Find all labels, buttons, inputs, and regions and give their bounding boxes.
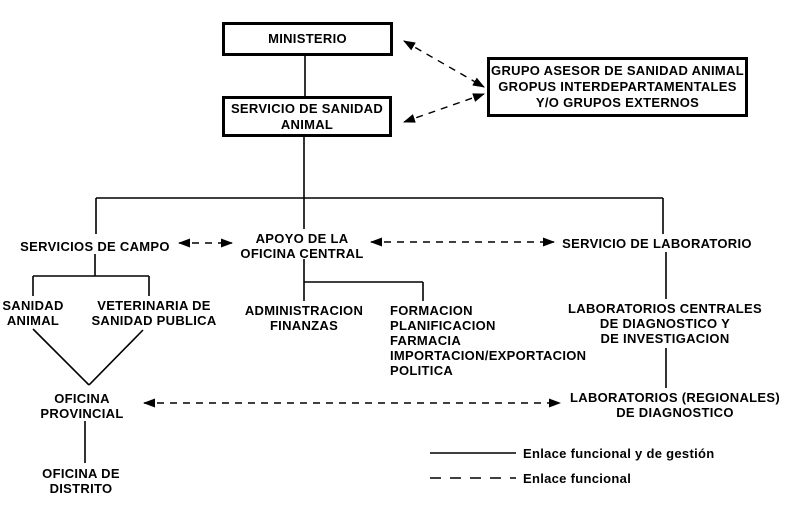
node-laboratorios-regionales: LABORATORIOS (REGIONALES) DE DIAGNOSTICO: [570, 390, 780, 420]
node-servicio-sanidad-animal-line2: ANIMAL: [280, 116, 334, 132]
node-servicio-sanidad-animal: SERVICIO DE SANIDAD ANIMAL: [222, 96, 392, 137]
node-oficina-provincial: OFICINA PROVINCIAL: [40, 391, 124, 421]
node-ministerio-label: MINISTERIO: [268, 31, 347, 46]
arrow-ministerio-grupo: [403, 40, 485, 88]
node-ministerio: MINISTERIO: [222, 22, 393, 56]
node-administracion-finanzas: ADMINISTRACION FINANZAS: [244, 303, 364, 333]
node-servicios-de-campo: SERVICIOS DE CAMPO: [20, 239, 170, 254]
node-sanidad-animal: SANIDAD ANIMAL: [2, 298, 64, 328]
legend-dashed-label: Enlace funcional: [523, 471, 632, 486]
node-grupo-asesor: GRUPO ASESOR DE SANIDAD ANIMAL GROPUS IN…: [487, 57, 748, 117]
line-sanidad-provincial-diagonal: [32, 328, 90, 386]
node-laboratorios-centrales: LABORATORIOS CENTRALES DE DIAGNOSTICO Y …: [568, 301, 762, 346]
node-servicio-de-laboratorio: SERVICIO DE LABORATORIO: [562, 236, 752, 251]
node-apoyo-oficina-central: APOYO DE LA OFICINA CENTRAL: [240, 231, 364, 261]
node-servicio-sanidad-animal-line1: SERVICIO DE SANIDAD: [230, 100, 384, 116]
legend-solid-label: Enlace funcional y de gestión: [523, 446, 715, 461]
node-oficina-de-distrito: OFICINA DE DISTRITO: [42, 466, 120, 496]
node-veterinaria-sanidad-publica: VETERINARIA DE SANIDAD PUBLICA: [91, 298, 217, 328]
line-veterinaria-provincial-diagonal: [88, 329, 144, 386]
node-grupo-asesor-line1: GRUPO ASESOR DE SANIDAD ANIMAL: [491, 63, 744, 78]
node-grupo-asesor-line3: Y/O GRUPOS EXTERNOS: [535, 95, 700, 110]
node-grupo-asesor-line2: GROPUS INTERDEPARTAMENTALES: [498, 79, 737, 94]
node-funciones-oficina-central: FORMACION PLANIFICACION FARMACIA IMPORTA…: [390, 303, 587, 378]
arrow-servicio-grupo: [403, 93, 485, 123]
